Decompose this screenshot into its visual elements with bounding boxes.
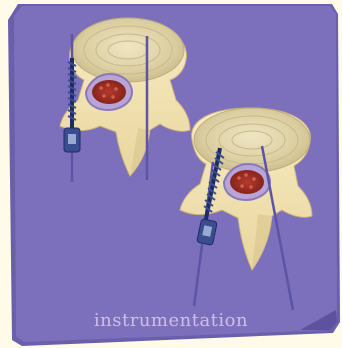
caption: instrumentation — [0, 310, 342, 331]
disc-left — [72, 18, 184, 82]
disc-right — [194, 108, 310, 172]
